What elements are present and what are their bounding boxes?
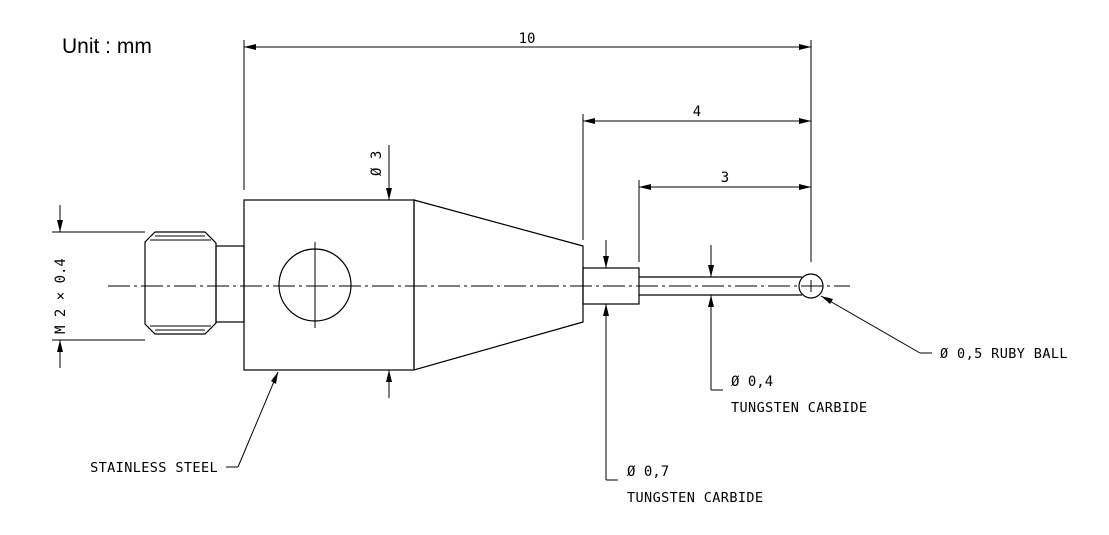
neck — [215, 245, 245, 323]
thread-section — [144, 231, 217, 335]
dimension-overall-length: 10 — [243, 31, 812, 262]
callout-neck-diameter: Ø 0,7 — [627, 464, 669, 480]
stylus-shaft — [639, 276, 802, 296]
dimension-thread: M 2 × 0.4 — [52, 205, 145, 368]
dim-body-diameter-text: Ø 3 — [369, 151, 385, 176]
dim-overall-text: 10 — [519, 31, 536, 47]
dim-tip-text: 4 — [693, 104, 701, 120]
leader-stainless-steel: STAINLESS STEEL — [90, 371, 279, 476]
dimension-body-diameter: Ø 3 — [369, 145, 392, 398]
unit-label: Unit : mm — [62, 35, 152, 58]
callout-body-material: STAINLESS STEEL — [90, 460, 218, 476]
leader-ruby-ball: Ø 0,5 RUBY BALL — [820, 295, 1068, 362]
dim-stylus-text: 3 — [721, 170, 729, 186]
main-body — [243, 199, 415, 371]
dimension-tip-length: 4 — [582, 104, 811, 240]
thread-ridges — [155, 235, 205, 331]
dimension-stylus-length: 3 — [638, 170, 811, 262]
dimension-neck-diameter: Ø 0,7 TUNGSTEN CARBIDE — [603, 240, 763, 506]
taper — [413, 199, 584, 371]
callout-neck-material: TUNGSTEN CARBIDE — [627, 490, 763, 506]
dim-thread-text: M 2 × 0.4 — [53, 258, 69, 334]
callout-ruby-ball: Ø 0,5 RUBY BALL — [940, 346, 1068, 362]
callout-stylus-diameter: Ø 0,4 — [731, 374, 773, 390]
callout-stylus-material: TUNGSTEN CARBIDE — [731, 400, 867, 416]
stylus-part — [144, 199, 824, 371]
dimension-stylus-diameter: Ø 0,4 TUNGSTEN CARBIDE — [708, 245, 867, 416]
